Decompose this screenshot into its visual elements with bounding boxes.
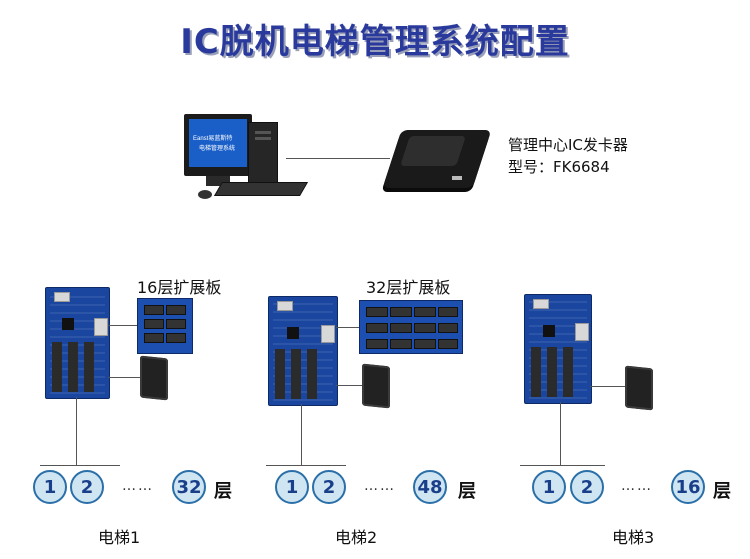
screen-text-1: Eanst易蓝斯特 xyxy=(193,136,233,142)
monitor: Eanst易蓝斯特 电梯管理系统 xyxy=(184,114,252,176)
elevator2-label: 电梯2 xyxy=(335,528,378,547)
connector-board1-exp xyxy=(108,325,137,326)
card-reader-1 xyxy=(140,355,168,401)
floor-connector-1 xyxy=(40,465,120,466)
elevator2-floor-max: 48 xyxy=(413,470,447,504)
elevator2-floor-unit: 层 xyxy=(458,481,476,502)
expansion-board-label-32: 32层扩展板 xyxy=(366,278,451,297)
card-issuer-info: 管理中心IC发卡器 型号：FK6684 xyxy=(508,134,628,178)
connector-board2-exp xyxy=(336,327,359,328)
connector-board2-reader xyxy=(336,385,362,386)
elevator3-label: 电梯3 xyxy=(612,528,655,547)
elevator1-label: 电梯1 xyxy=(98,528,141,547)
connector-board1-reader xyxy=(108,377,140,378)
diagram-title: IC脱机电梯管理系统配置 xyxy=(180,22,570,62)
card-reader-3 xyxy=(625,365,653,411)
elevator2-ellipsis: …… xyxy=(364,478,396,494)
expansion-board-32 xyxy=(359,300,463,354)
card-reader-2 xyxy=(362,363,390,409)
card-issuer-model: 型号：FK6684 xyxy=(508,158,610,176)
card-issuer-top xyxy=(400,136,466,166)
elevator3-ellipsis: …… xyxy=(621,478,653,494)
controller-board-2 xyxy=(268,296,338,406)
elevator3-floor-2: 2 xyxy=(570,470,604,504)
floor-connector-3 xyxy=(520,465,605,466)
elevator3-floor-unit: 层 xyxy=(713,481,731,502)
elevator1-ellipsis: …… xyxy=(122,478,154,494)
elevator1-floor-unit: 层 xyxy=(214,481,232,502)
monitor-stand xyxy=(206,176,230,186)
card-issuer-name: 管理中心IC发卡器 xyxy=(508,136,628,154)
elevator1-floor-1: 1 xyxy=(33,470,67,504)
keyboard xyxy=(213,182,309,196)
elevator1-floor-max: 32 xyxy=(172,470,206,504)
connector-board3-reader xyxy=(590,386,625,387)
pc-tower xyxy=(248,122,278,186)
elevator3-floor-1: 1 xyxy=(532,470,566,504)
card-issuer-led xyxy=(452,176,462,180)
connector-board1-floors xyxy=(76,397,77,465)
connector-pc-issuer xyxy=(286,158,390,159)
floor-connector-2 xyxy=(266,465,346,466)
controller-board-3 xyxy=(524,294,592,404)
elevator2-floor-2: 2 xyxy=(312,470,346,504)
screen-text-2: 电梯管理系统 xyxy=(199,146,236,152)
elevator2-floor-1: 1 xyxy=(275,470,309,504)
connector-board3-floors xyxy=(560,402,561,465)
controller-board-1 xyxy=(45,287,110,399)
elevator1-floor-2: 2 xyxy=(70,470,104,504)
monitor-screen: Eanst易蓝斯特 电梯管理系统 xyxy=(189,119,247,167)
connector-board2-floors xyxy=(301,404,302,465)
expansion-board-16 xyxy=(137,298,193,354)
expansion-board-label-16: 16层扩展板 xyxy=(137,278,222,297)
elevator3-floor-max: 16 xyxy=(671,470,705,504)
mouse xyxy=(198,190,212,199)
